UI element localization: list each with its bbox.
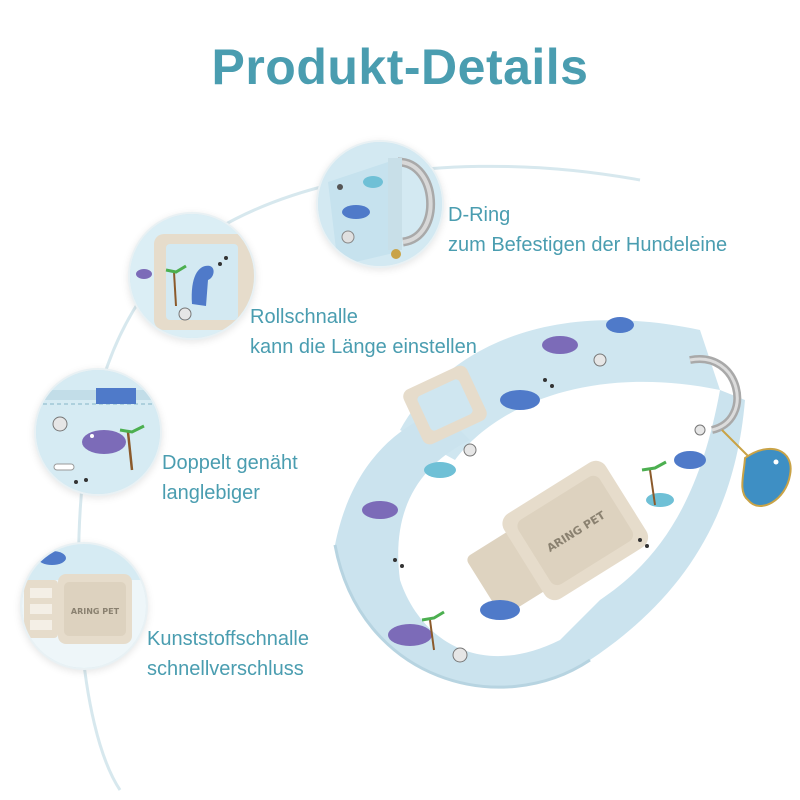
label-double-stitched: Doppelt genäht langlebiger bbox=[162, 448, 298, 508]
detail-circle-plastic-buckle: ARING PET bbox=[20, 542, 148, 670]
detail-circle-d-ring bbox=[316, 140, 444, 268]
double-stitch-closeup-image bbox=[36, 370, 160, 494]
label-d-ring-title: D-Ring bbox=[448, 204, 511, 226]
label-roll-buckle-title: Rollschnalle bbox=[250, 306, 358, 328]
label-d-ring-desc: zum Befestigen der Hundeleine bbox=[448, 234, 728, 256]
label-plastic-buckle-title: Kunststoffschnalle bbox=[147, 628, 309, 650]
label-plastic-buckle: Kunststoffschnalle schnellverschluss bbox=[147, 624, 309, 684]
d-ring-closeup-image bbox=[318, 142, 442, 266]
detail-circle-double-stitched bbox=[34, 368, 162, 496]
label-d-ring: D-Ring zum Befestigen der Hundeleine bbox=[448, 200, 727, 260]
label-double-stitched-desc: langlebiger bbox=[162, 482, 260, 504]
page-title: Produkt-Details bbox=[211, 39, 589, 95]
label-double-stitched-title: Doppelt genäht bbox=[162, 452, 298, 474]
label-plastic-buckle-desc: schnellverschluss bbox=[147, 658, 304, 680]
label-roll-buckle: Rollschnalle kann die Länge einstellen bbox=[250, 302, 477, 362]
label-roll-buckle-desc: kann die Länge einstellen bbox=[250, 336, 477, 358]
roll-buckle-closeup-image bbox=[130, 214, 254, 338]
buckle-brand-logo: ARING PET bbox=[71, 607, 120, 616]
detail-circle-roll-buckle bbox=[128, 212, 256, 340]
